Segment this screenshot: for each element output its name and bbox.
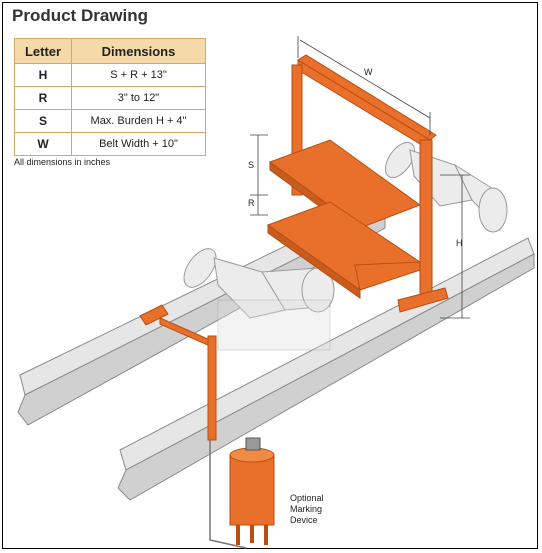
sampler-stand [266,54,449,313]
caption-line: Marking [290,504,323,514]
table-header-row: Letter Dimensions [14,38,206,64]
row-letter: W [14,132,72,156]
table-row: S Max. Burden H + 4" [14,109,206,133]
page-title: Product Drawing [12,6,149,25]
caption-line: Device [290,515,318,525]
caption-line: Optional [290,493,324,503]
label-w: W [364,67,373,77]
marking-device [209,437,275,549]
dimensions-table: Letter Dimensions H S + R + 13" R 3" to … [14,38,206,156]
dimension-lines [250,36,470,319]
table-row: R 3" to 12" [14,86,206,110]
row-dimension: Belt Width + 10" [71,132,206,156]
pivot-arm [139,304,217,441]
header-letter: Letter [14,38,72,64]
label-h: H [456,238,463,248]
table-row: W Belt Width + 10" [14,132,206,156]
row-letter: R [14,86,72,110]
header-dimensions: Dimensions [71,38,206,64]
row-dimension: 3" to 12" [71,86,206,110]
units-note: All dimensions in inches [14,157,111,167]
label-s: S [248,160,254,170]
marking-device-caption: Optional Marking Device [290,493,360,526]
row-dimension: Max. Burden H + 4" [71,109,206,133]
label-r: R [248,198,255,208]
